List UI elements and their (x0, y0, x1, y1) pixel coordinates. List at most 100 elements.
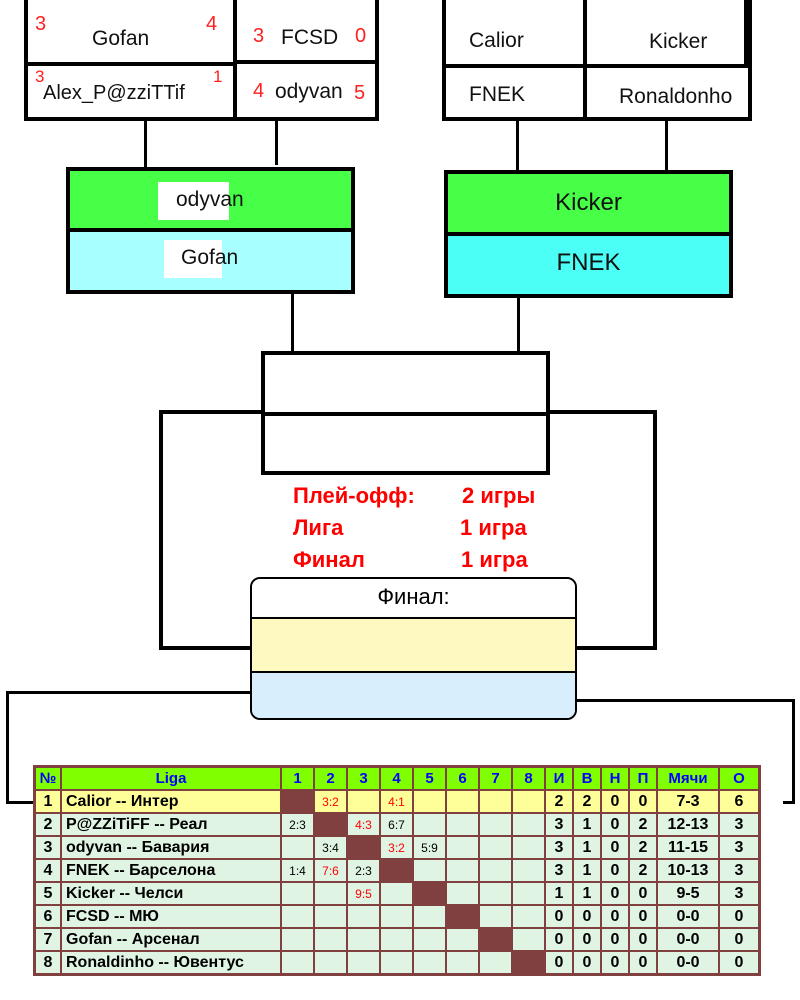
match-result (346, 789, 381, 814)
won: 0 (572, 904, 602, 929)
final-box: Финал: (250, 577, 577, 720)
match-result (445, 812, 480, 837)
match-result (280, 950, 315, 976)
team-name: Kicker -- Челси (60, 881, 282, 906)
connector-line (516, 121, 519, 171)
played: 3 (544, 812, 574, 837)
connector-line (577, 699, 795, 702)
col-header: П (628, 765, 658, 791)
col-header: В (572, 765, 602, 791)
row-number: 1 (33, 789, 62, 814)
col-header: 5 (412, 765, 447, 791)
player-name: Kicker (555, 189, 622, 216)
lost: 2 (628, 812, 658, 837)
diagonal-cell (379, 858, 414, 883)
col-header: 4 (379, 765, 414, 791)
goals: 0-0 (656, 904, 720, 929)
connector-line (665, 121, 668, 171)
match-result (511, 904, 546, 929)
drawn: 0 (600, 927, 630, 952)
drawn: 0 (600, 881, 630, 906)
divider (744, 0, 748, 68)
goals: 10-13 (656, 858, 720, 883)
player-name: FNEK (469, 83, 526, 106)
diagonal-cell (346, 835, 381, 860)
divider (446, 64, 748, 68)
divider (265, 412, 546, 416)
match-result: 2:3 (346, 858, 381, 883)
connector-line (783, 801, 795, 804)
match-result: 3:2 (313, 789, 348, 814)
score: 1 (213, 67, 223, 86)
connector-line (275, 121, 278, 165)
final-title: Финал: (252, 579, 575, 619)
match-result (346, 927, 381, 952)
match-result (511, 927, 546, 952)
rule-value: 1 игра (461, 547, 528, 572)
rule-label: Лига (293, 515, 344, 540)
points: 6 (718, 789, 761, 814)
connector-line (517, 298, 520, 352)
divider (448, 232, 729, 236)
match-result (445, 858, 480, 883)
semifinal-left: odyvan Gofan (66, 167, 355, 294)
col-header: 6 (445, 765, 480, 791)
match-result: 7:6 (313, 858, 348, 883)
diagonal-cell (313, 812, 348, 837)
points: 0 (718, 927, 761, 952)
player-name: FNEK (556, 249, 621, 276)
goals: 12-13 (656, 812, 720, 837)
player-name: Calior (469, 29, 524, 52)
row-number: 3 (33, 835, 62, 860)
semifinal-left-winner-row: odyvan (70, 171, 351, 228)
row-number: 5 (33, 881, 62, 906)
diagonal-cell (445, 904, 480, 929)
match-result (412, 858, 447, 883)
semifinal-right-winner-row: Kicker (448, 174, 729, 232)
team-name: Calior -- Интер (60, 789, 282, 814)
match-result (412, 904, 447, 929)
goals: 0-0 (656, 950, 720, 976)
team-name: Gofan -- Арсенал (60, 927, 282, 952)
rule-value: 1 игра (460, 515, 527, 540)
score: 4 (206, 13, 218, 35)
match-result (280, 927, 315, 952)
drawn: 0 (600, 950, 630, 976)
played: 3 (544, 858, 574, 883)
match-result: 5:9 (412, 835, 447, 860)
table-header-row: № Liga 1 2 3 4 5 6 7 8 И В Н П Мячи О (33, 765, 761, 791)
connector-line (6, 801, 34, 804)
divider (583, 0, 587, 117)
match-result: 2:3 (280, 812, 315, 837)
lost: 0 (628, 789, 658, 814)
won: 1 (572, 835, 602, 860)
played: 2 (544, 789, 574, 814)
col-header: 2 (313, 765, 348, 791)
connector-line (291, 294, 294, 352)
rule-label: Плей-офф: (293, 483, 415, 508)
col-header: О (718, 765, 761, 791)
rule-label: Финал (293, 547, 365, 572)
played: 0 (544, 904, 574, 929)
match-result (379, 881, 414, 906)
col-header: 7 (478, 765, 513, 791)
match-result (478, 950, 513, 976)
points: 3 (718, 835, 761, 860)
match-result (478, 904, 513, 929)
goals: 11-15 (656, 835, 720, 860)
match-result (445, 927, 480, 952)
row-number: 6 (33, 904, 62, 929)
match-result (280, 881, 315, 906)
player-name: Ronaldonho (619, 85, 733, 108)
semifinal-right-loser-row: FNEK (448, 236, 729, 294)
match-result (511, 812, 546, 837)
connector-line (6, 691, 9, 803)
match-result (445, 835, 480, 860)
match-result (313, 950, 348, 976)
drawn: 0 (600, 904, 630, 929)
col-header: 3 (346, 765, 381, 791)
